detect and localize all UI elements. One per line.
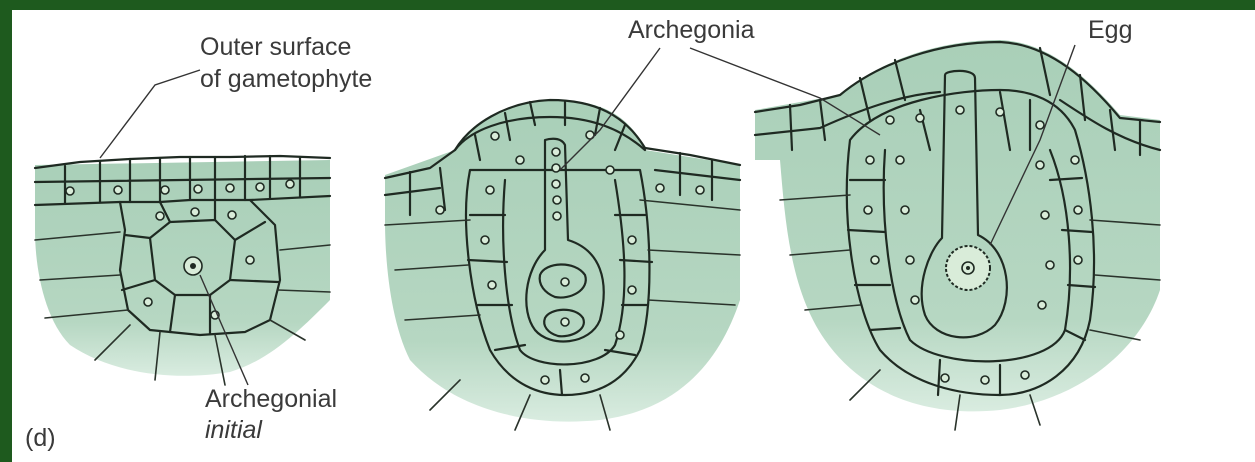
top-border [0, 0, 1255, 10]
label-egg: Egg [1088, 16, 1132, 44]
label-archegonial-2: initial [205, 416, 263, 444]
panel-letter: (d) [25, 424, 56, 452]
stage-3-archegonium-egg [755, 40, 1160, 430]
leader-outer-surface [100, 70, 200, 158]
stage-2-archegonium [385, 100, 740, 430]
stage-1-archegonial-initial [35, 156, 330, 385]
stage-1-tissue [35, 160, 330, 376]
label-outer-surface-1: Outer surface [200, 33, 351, 61]
label-outer-surface-2: of gametophyte [200, 65, 372, 93]
label-archegonial-1: Archegonial [205, 385, 337, 413]
label-archegonia: Archegonia [628, 16, 755, 44]
stage-2-tissue [385, 100, 740, 422]
left-border [0, 0, 12, 462]
